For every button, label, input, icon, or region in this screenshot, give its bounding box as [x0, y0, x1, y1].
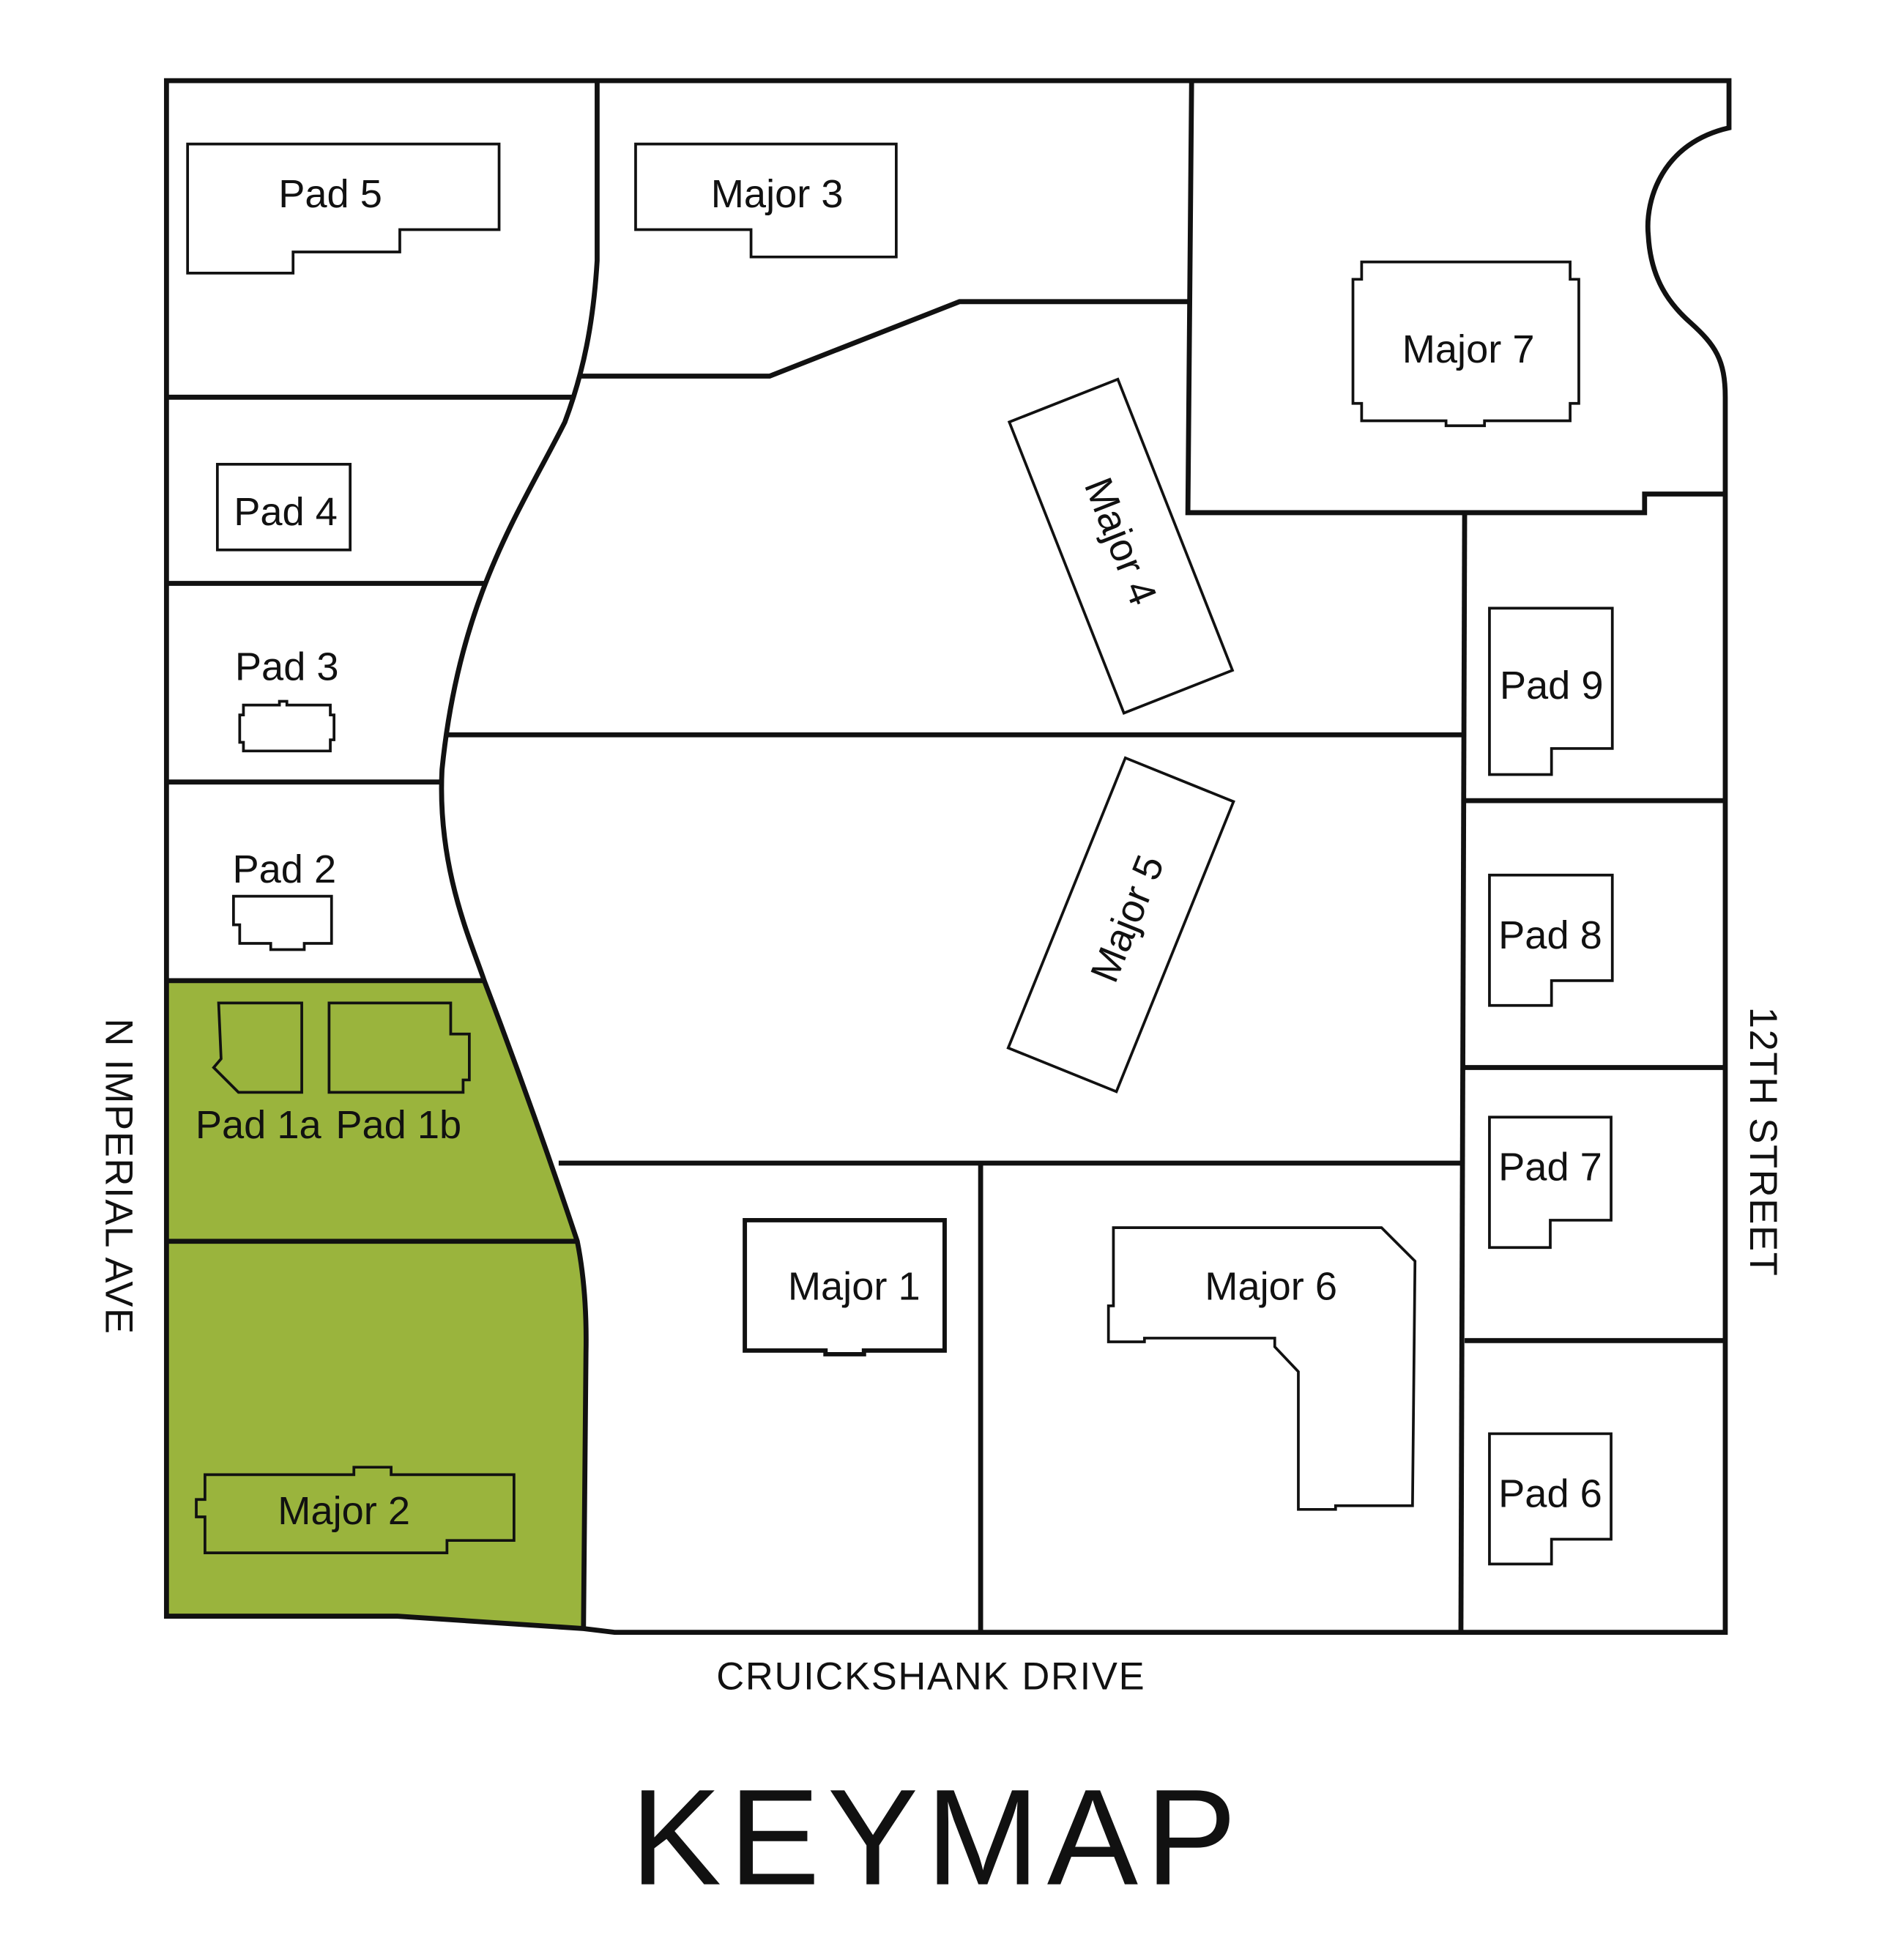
building-major-3[interactable] [634, 142, 898, 259]
lot-major-2-highlight[interactable] [166, 1241, 587, 1629]
label-pad-9: Pad 9 [1500, 664, 1604, 708]
label-pad-6: Pad 6 [1498, 1471, 1602, 1515]
building-pad-4[interactable] [215, 462, 352, 552]
label-major-1: Major 1 [788, 1264, 921, 1308]
label-pad-4: Pad 4 [234, 490, 338, 534]
label-pad-5: Pad 5 [278, 172, 382, 216]
building-major-7[interactable] [1351, 260, 1580, 428]
street-label-south: CRUICKSHANK DRIVE [716, 1655, 1145, 1699]
building-major-4[interactable] [1007, 377, 1235, 715]
label-pad-1b: Pad 1b [335, 1103, 461, 1147]
label-pad-2: Pad 2 [233, 847, 337, 891]
building-major-2[interactable] [195, 1466, 516, 1554]
label-major-7: Major 7 [1402, 327, 1535, 371]
building-major-1[interactable] [743, 1217, 947, 1356]
building-pad-5[interactable] [186, 142, 501, 275]
lot-major-7-boundary [1185, 81, 1725, 516]
building-major-6[interactable] [1107, 1226, 1417, 1511]
building-pad-3[interactable] [238, 699, 336, 753]
label-pad-8: Pad 8 [1498, 913, 1602, 957]
street-label-east: 12TH STREET [1741, 1007, 1785, 1277]
building-pad-6[interactable] [1488, 1432, 1613, 1566]
label-major-6: Major 6 [1205, 1264, 1337, 1308]
building-pad-1b[interactable] [327, 1001, 471, 1094]
label-major-2: Major 2 [278, 1489, 410, 1533]
map-title: KEYMAP [631, 1761, 1244, 1914]
building-pad-7[interactable] [1488, 1116, 1613, 1250]
building-pad-8[interactable] [1488, 873, 1614, 1007]
label-pad-1a: Pad 1a [196, 1103, 322, 1147]
building-major-5[interactable] [1006, 756, 1235, 1094]
building-pad-1a[interactable] [212, 1001, 303, 1094]
label-pad-3: Pad 3 [235, 645, 339, 689]
label-pad-7: Pad 7 [1498, 1146, 1602, 1189]
building-pad-9[interactable] [1488, 606, 1614, 776]
site-boundary [163, 78, 1732, 1635]
street-label-west: N IMPERIAL AVE [97, 1018, 140, 1334]
building-pad-2[interactable] [232, 894, 333, 951]
east-pads-west-line [1458, 512, 1468, 1633]
divider-major3-major4 [581, 299, 1192, 379]
label-major-3: Major 3 [711, 172, 844, 216]
